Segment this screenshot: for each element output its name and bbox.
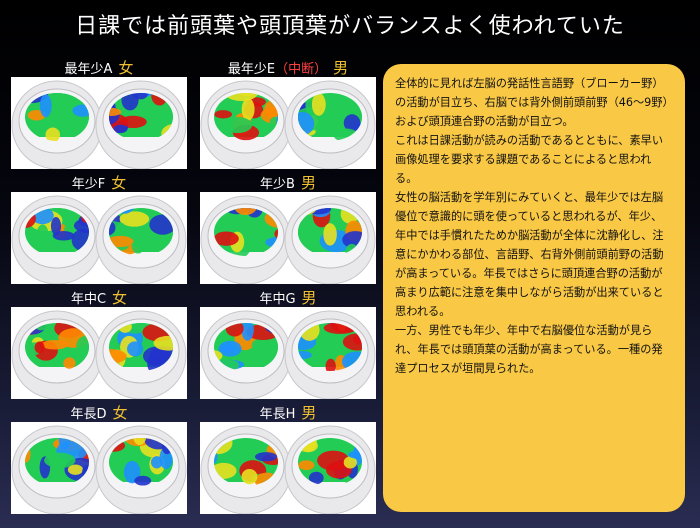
subject-label: 年長D 女: [11, 402, 187, 423]
brain-image: [200, 192, 376, 284]
subject-name: 年少F: [71, 177, 106, 192]
brain-map-svg: [200, 310, 376, 399]
subject-note: （中断）: [275, 62, 328, 77]
brain-image: [200, 77, 376, 169]
slide-title: 日課では前頭葉や頭頂葉がバランスよく使われていた: [75, 14, 625, 39]
subject-cell: 年長D 女: [11, 402, 187, 517]
subject-sex: 男: [333, 59, 349, 77]
brain-image: [11, 77, 187, 169]
subject-label: 最年少A 女: [11, 57, 187, 78]
subject-name: 年長D: [70, 407, 107, 422]
brain-map-svg: [200, 80, 376, 169]
brain-map-svg: [11, 195, 187, 284]
subject-cell: 年少B 男: [200, 172, 376, 287]
subject-label: 最年少E（中断） 男: [200, 57, 376, 78]
subject-name: 年中G: [259, 292, 296, 307]
brain-map-svg: [11, 310, 187, 399]
description-paragraph: 一方、男性でも年少、年中で右脳優位な活動が見られ、年長では頭頂葉の活動が高まって…: [395, 324, 663, 375]
brain-image: [11, 422, 187, 514]
subject-sex: 女: [118, 59, 134, 77]
subject-label: 年少B 男: [200, 172, 376, 193]
subject-cell: 年少F 女: [11, 172, 187, 287]
subject-name: 年長H: [259, 407, 296, 422]
subject-label: 年中C 女: [11, 287, 187, 308]
description-paragraph: 女性の脳活動を学年別にみていくと、最年少では左脳優位で意識的に頭を使っていると思…: [395, 191, 664, 318]
subject-name: 最年少A: [64, 62, 113, 77]
description-box: 全体的に見れば左脳の発話性言語野（ブローカー野）の活動が目立ち、右脳では背外側前…: [383, 64, 685, 512]
subject-label: 年中G 男: [200, 287, 376, 308]
brain-image: [11, 307, 187, 399]
subject-label: 年少F 女: [11, 172, 187, 193]
subject-cell: 年長H 男: [200, 402, 376, 517]
brain-map-svg: [11, 425, 187, 514]
brain-image: [200, 422, 376, 514]
subject-sex: 女: [112, 289, 128, 307]
subject-cell: 最年少A 女: [11, 57, 187, 172]
subject-cell: 最年少E（中断） 男: [200, 57, 376, 172]
brain-map-svg: [200, 195, 376, 284]
subject-sex: 女: [111, 174, 127, 192]
description-paragraph: 全体的に見れば左脳の発話性言語野（ブローカー野）の活動が目立ち、右脳では背外側前…: [395, 77, 669, 128]
brain-image: [11, 192, 187, 284]
description-paragraph: これは日課活動が読みの活動であるとともに、素早い画像処理を要求する課題であること…: [395, 134, 664, 185]
subject-cell: 年中C 女: [11, 287, 187, 402]
subject-name: 最年少E: [227, 62, 276, 77]
subject-name: 年中C: [70, 292, 107, 307]
subject-label: 年長H 男: [200, 402, 376, 423]
brain-image: [200, 307, 376, 399]
subject-sex: 男: [301, 404, 317, 422]
subject-sex: 男: [301, 289, 317, 307]
subject-name: 年少B: [260, 177, 295, 192]
brain-map-svg: [11, 80, 187, 169]
subject-sex: 男: [300, 174, 316, 192]
brain-map-svg: [200, 425, 376, 514]
subject-sex: 女: [112, 404, 128, 422]
subject-cell: 年中G 男: [200, 287, 376, 402]
